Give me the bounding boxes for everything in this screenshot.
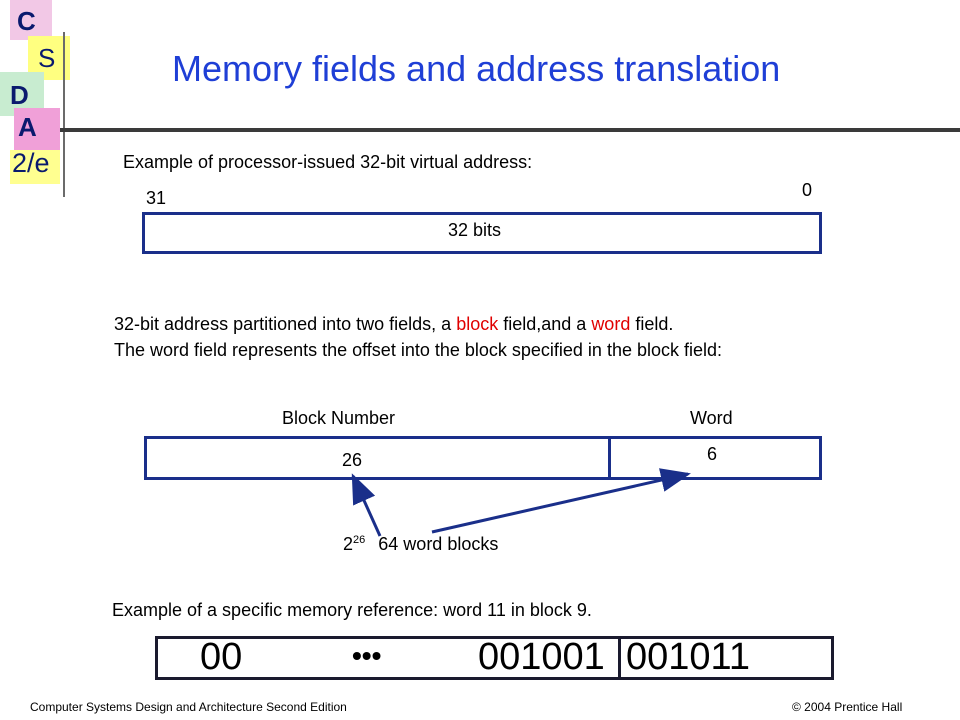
logo-square-c — [10, 0, 52, 40]
footer-book-title: Computer Systems Design and Architecture… — [30, 700, 347, 714]
logo-letter-c: C — [17, 6, 36, 36]
address-prefix: 00 — [200, 636, 243, 678]
logo-edition: 2/e — [12, 148, 50, 178]
block-count-annotation: 226 64 word blocks — [343, 534, 498, 555]
partition-line-2: The word field represents the offset int… — [114, 340, 723, 360]
example1-caption: Example of processor-issued 32-bit virtu… — [123, 152, 533, 172]
block-field-width: 26 — [342, 450, 363, 470]
high-bit-label: 31 — [146, 188, 167, 208]
logo-square-e — [10, 150, 60, 184]
virtual-address-box — [142, 212, 822, 254]
memory-reference-divider — [618, 636, 621, 680]
slide-title: Memory fields and address translation — [172, 48, 781, 89]
annotation-text: 64 word blocks — [378, 534, 499, 554]
annotation-base: 2 — [343, 534, 354, 554]
word-header: Word — [690, 408, 733, 428]
partition-line-1-prefix: 32-bit address partitioned into two fiel… — [114, 314, 457, 334]
word-keyword: word — [591, 314, 631, 334]
partition-line-1-mid: field,and a — [498, 314, 592, 334]
partition-line-1: 32-bit address partitioned into two fiel… — [114, 314, 673, 335]
logo-letter-d: D — [10, 80, 29, 110]
arrow-to-word-field — [431, 468, 691, 534]
partition-line-1-suffix: field. — [630, 314, 674, 334]
logo-vertical-rule — [63, 32, 65, 197]
address-ellipsis: ••• — [352, 640, 382, 671]
block-keyword: block — [456, 314, 499, 334]
low-bit-label: 0 — [802, 180, 813, 200]
word-value: 001011 — [626, 636, 750, 678]
example2-caption: Example of a specific memory reference: … — [112, 600, 592, 620]
word-field-box — [608, 436, 822, 480]
memory-reference-box — [155, 636, 834, 680]
footer-copyright: © 2004 Prentice Hall — [792, 700, 903, 714]
logo-square-a — [14, 108, 60, 152]
virtual-address-width: 32 bits — [448, 220, 502, 240]
block-number-header: Block Number — [282, 408, 396, 428]
block-value: 001001 — [478, 636, 605, 678]
title-rule — [60, 128, 960, 132]
word-field-width: 6 — [707, 444, 718, 464]
annotation-exponent: 26 — [353, 534, 366, 546]
arrow-to-block-field — [351, 473, 382, 537]
logo-letter-a: A — [18, 112, 37, 142]
logo-letter-s: S — [38, 43, 56, 73]
